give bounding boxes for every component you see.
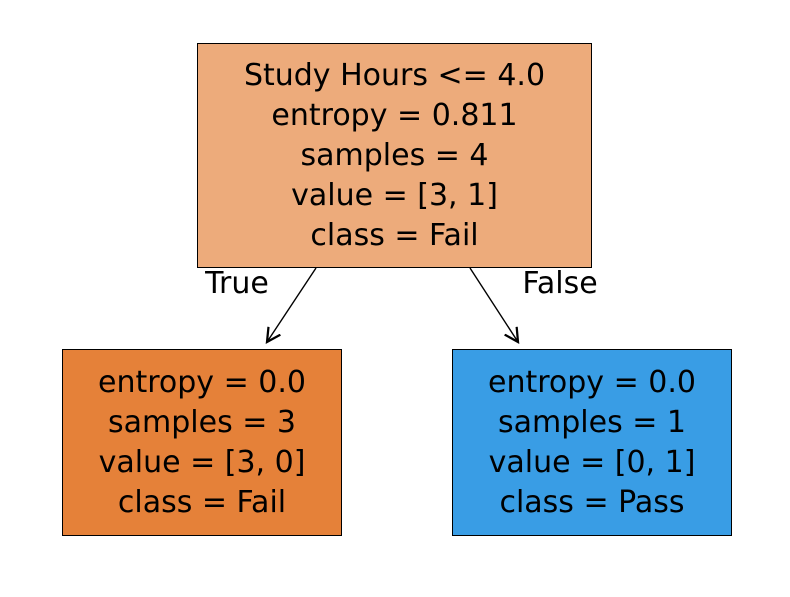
left-samples: samples = 3 (108, 404, 296, 440)
edge-root-to-left-arrow (267, 267, 317, 342)
left-entropy: entropy = 0.0 (98, 364, 306, 400)
left-value: value = [3, 0] (98, 444, 306, 480)
tree-node-left-leaf: entropy = 0.0 samples = 3 value = [3, 0]… (62, 349, 342, 536)
tree-node-root: Study Hours <= 4.0 entropy = 0.811 sampl… (197, 43, 592, 268)
root-split-condition: Study Hours <= 4.0 (243, 57, 546, 93)
right-samples: samples = 1 (498, 404, 686, 440)
tree-node-right-leaf: entropy = 0.0 samples = 1 value = [0, 1]… (452, 349, 732, 536)
root-value: value = [3, 1] (291, 177, 498, 213)
right-entropy: entropy = 0.0 (488, 364, 696, 400)
root-samples: samples = 4 (300, 137, 489, 173)
left-class: class = Fail (117, 484, 287, 520)
root-class: class = Fail (310, 217, 479, 253)
right-value: value = [0, 1] (488, 444, 696, 480)
right-class: class = Pass (499, 484, 685, 520)
edge-label-false: False (522, 266, 598, 301)
root-entropy: entropy = 0.811 (271, 97, 518, 133)
edge-label-true: True (205, 266, 269, 301)
edge-root-to-right-arrow (469, 267, 518, 342)
